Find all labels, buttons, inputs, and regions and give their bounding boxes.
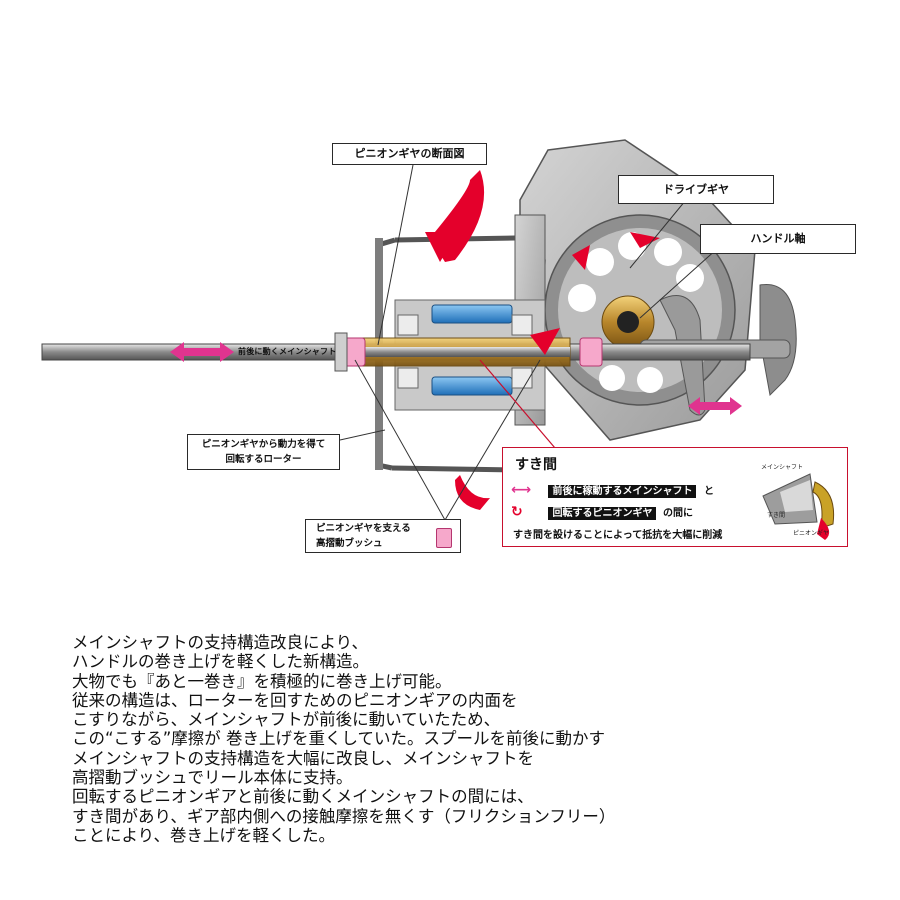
desc-line: 回転するピニオンギアと前後に動くメインシャフトの間には、 [72, 787, 534, 807]
bushing-text-line-1: ピニオンギヤを支える [316, 523, 411, 534]
mini-label-gap: すき間 [767, 512, 786, 519]
mini-label-pinion: ピニオンギヤ [793, 530, 830, 537]
desc-line: 従来の構造は、ローターを回すためのピニオンギアの内面を [72, 690, 518, 710]
gap-line-2: ↻ 回転するピニオンギヤ の間に [511, 504, 693, 520]
desc-line: この“こする”摩擦が 巻き上げを重くしていた。スプールを前後に動かす [72, 729, 606, 749]
mini-label-main-shaft: メインシャフト [761, 464, 804, 471]
rotor-label: ピニオンギヤから動力を得て 回転するローター [187, 434, 340, 470]
gap-line-1: ⟷ 前後に稼動するメインシャフト と [511, 482, 714, 498]
gap-line-1-suffix: と [703, 486, 714, 497]
gap-inset-illustration [762, 473, 835, 540]
desc-line: 大物でも『あと一巻き』を積極的に巻き上げ可能。 [72, 671, 452, 691]
bushing-swatch-icon [436, 528, 452, 548]
desc-line: メインシャフトの支持構造を大幅に改良し、メインシャフトを [72, 748, 534, 768]
rotation-arrows [425, 170, 660, 510]
gap-explanation-panel: すき間 ⟷ 前後に稼動するメインシャフト と ↻ 回転するピニオンギヤ の間に … [502, 447, 848, 547]
main-shaft-motion-label: 前後に動くメインシャフト [238, 347, 337, 356]
gap-line-3: すき間を設けることによって抵抗を大幅に削減 [513, 530, 723, 541]
drive-gear-label: ドライブギヤ [618, 175, 774, 204]
handle-shaft-label: ハンドル軸 [700, 224, 856, 254]
gap-title: すき間 [515, 457, 557, 473]
double-arrow-icon: ⟷ [511, 482, 532, 498]
drive-gear-text: ドライブギヤ [663, 183, 729, 196]
desc-line: 高摺動ブッシュでリール本体に支持。 [72, 768, 353, 788]
leader-lines [339, 164, 719, 521]
reel-cross-section-illustration [41, 139, 797, 521]
feature-description: メインシャフトの支持構造改良により、 ハンドルの巻き上げを軽くした新構造。 大物… [72, 633, 872, 845]
desc-line: すき間があり、ギア部内側への接触摩擦を無くす（フリクションフリー） [72, 806, 616, 826]
pinion-section-text: ピニオンギヤの断面図 [354, 147, 465, 160]
rotor-text-line-2: 回転するローター [225, 454, 302, 465]
gap-line-2-highlight: 回転するピニオンギヤ [548, 507, 657, 520]
bushing-label: ピニオンギヤを支える 高摺動ブッシュ [305, 519, 461, 553]
main-shaft-motion-arrow [170, 342, 234, 362]
desc-line: ことにより、巻き上げを軽くした。 [72, 825, 336, 845]
desc-line: メインシャフトの支持構造改良により、 [72, 633, 369, 652]
handle-shaft-text: ハンドル軸 [750, 232, 806, 245]
desc-line: ハンドルの巻き上げを軽くした新構造。 [72, 652, 369, 672]
pinion-section-label: ピニオンギヤの断面図 [332, 143, 487, 165]
gap-leader-line [479, 359, 556, 449]
rotor-text-line-1: ピニオンギヤから動力を得て [201, 439, 326, 450]
rotation-arrow-icon: ↻ [511, 504, 523, 520]
gap-line-2-suffix: の間に [662, 508, 693, 519]
bushing-text-line-2: 高摺動ブッシュ [316, 538, 383, 549]
handle-motion-arrow [688, 397, 742, 415]
desc-line: こすりながら、メインシャフトが前後に動いていたため、 [72, 710, 501, 730]
bushing-rear [579, 337, 603, 367]
gap-line-1-highlight: 前後に稼動するメインシャフト [548, 485, 697, 498]
